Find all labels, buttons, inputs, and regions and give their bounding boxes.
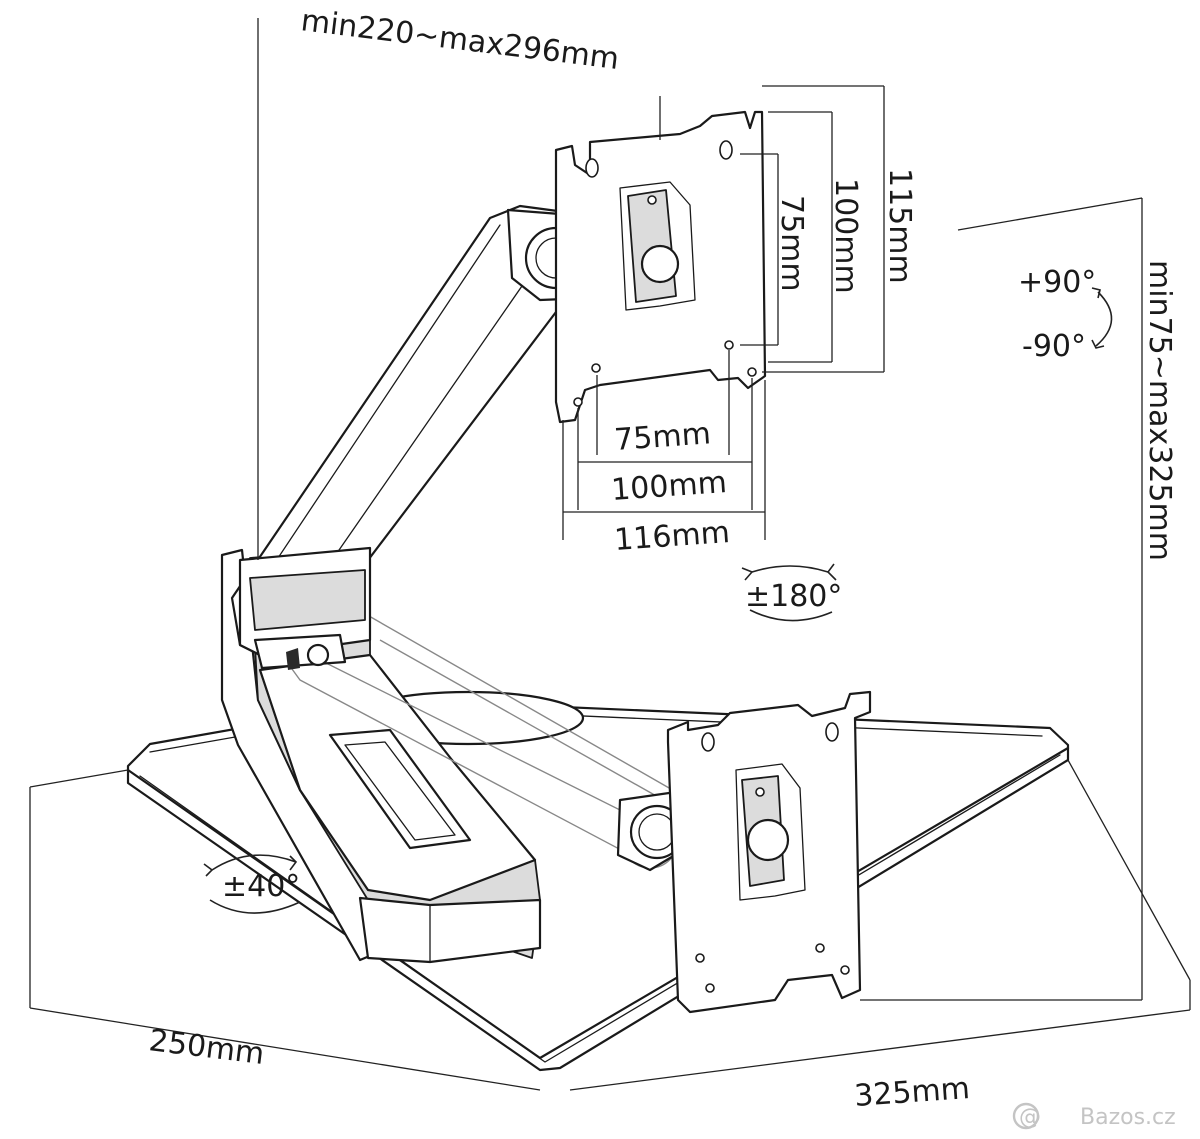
vesa-horizontal-116-label: 116mm	[613, 515, 731, 558]
watermark-icon	[1012, 1102, 1040, 1130]
rotation-indicators	[203, 287, 1113, 914]
height-range-label: min75~max325mm	[1142, 260, 1177, 561]
vesa-plate-lower	[666, 690, 872, 1014]
swivel-label: ±180°	[745, 579, 842, 614]
vesa-plate-upper	[554, 110, 767, 424]
tilt-arrow-icon	[1091, 287, 1113, 349]
swivel-arrow-icon	[741, 563, 837, 622]
vesa-vertical-75-label: 75mm	[774, 195, 809, 292]
base-swivel-label: ±40°	[222, 869, 300, 904]
vesa-horizontal-100-label: 100mm	[610, 465, 728, 508]
vesa-vertical-115-label: 115mm	[882, 168, 917, 284]
tilt-down-label: -90°	[1022, 329, 1086, 364]
svg-text:@: @	[1019, 1105, 1041, 1130]
watermark-text: Bazos.cz	[1080, 1105, 1176, 1130]
vesa-vertical-100-label: 100mm	[828, 178, 863, 294]
arm-depth-label: min220~max296mm	[299, 3, 621, 77]
tilt-up-label: +90°	[1018, 265, 1096, 300]
watermark: @ Bazos.cz	[1012, 1102, 1176, 1130]
base-swivel-arrow-icon	[203, 854, 301, 914]
arm-upper-position	[230, 204, 592, 670]
dimension-lines	[29, 18, 1191, 1091]
base-width-label: 325mm	[853, 1071, 971, 1114]
vesa-horizontal-75-label: 75mm	[613, 416, 712, 458]
base-depth-label: 250mm	[147, 1023, 266, 1072]
